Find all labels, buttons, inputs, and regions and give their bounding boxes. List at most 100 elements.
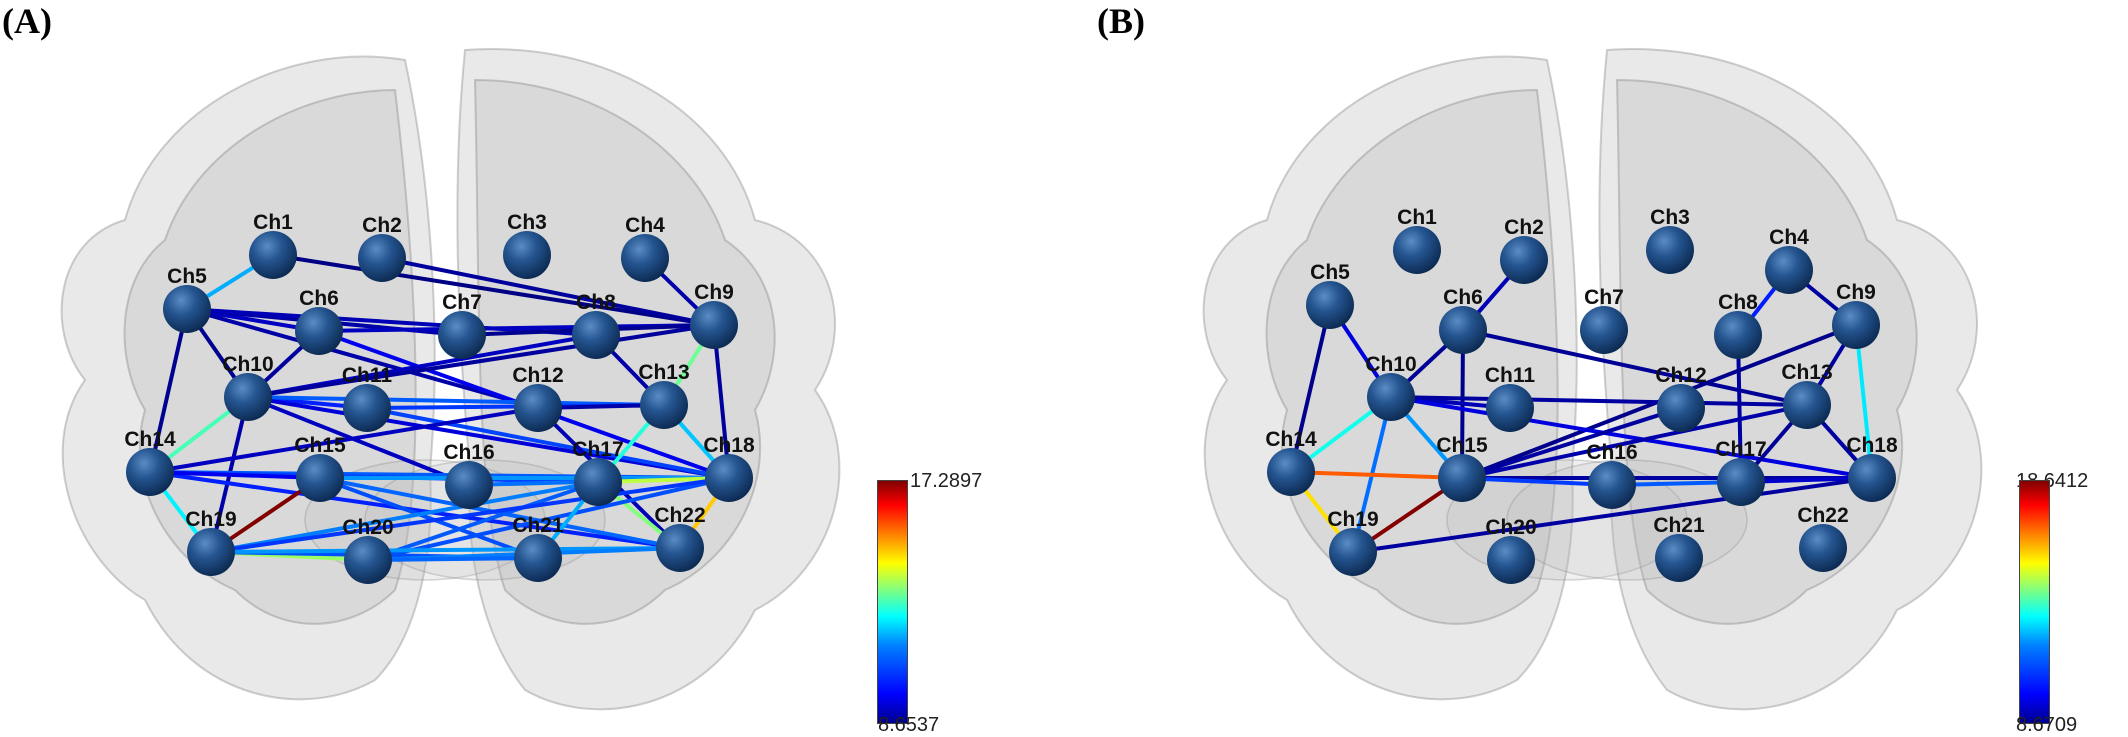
colorbar-min-a: 8.6537	[878, 714, 940, 736]
node-ch3	[503, 231, 551, 279]
node-label-ch8: Ch8	[576, 291, 616, 314]
node-label-ch11: Ch11	[1485, 364, 1536, 387]
node-label-ch1: Ch1	[253, 211, 293, 234]
node-ch17	[574, 458, 622, 506]
node-label-ch13: Ch13	[1781, 361, 1832, 384]
node-label-ch13: Ch13	[638, 361, 689, 384]
node-label-ch15: Ch15	[294, 434, 346, 457]
node-label-ch4: Ch4	[1769, 226, 1809, 249]
node-ch9	[1832, 301, 1880, 349]
node-ch8	[572, 311, 620, 359]
node-ch19	[1329, 528, 1377, 576]
node-ch19	[187, 528, 235, 576]
node-label-ch19: Ch19	[185, 508, 236, 531]
node-ch4	[1765, 246, 1813, 294]
node-ch4	[621, 234, 669, 282]
edge-ch9-ch18	[712, 323, 731, 480]
node-ch17	[1717, 458, 1765, 506]
node-ch6	[295, 307, 343, 355]
node-label-ch21: Ch21	[512, 514, 564, 537]
node-label-ch17: Ch17	[1715, 438, 1766, 461]
edge-ch15-ch22	[318, 476, 682, 550]
node-label-ch6: Ch6	[299, 287, 339, 310]
edge-ch9-ch18	[1854, 323, 1874, 480]
node-label-ch21: Ch21	[1653, 514, 1705, 537]
node-ch20	[344, 536, 392, 584]
colorbar-a	[877, 480, 908, 724]
edge-ch10-ch13	[246, 395, 666, 407]
node-ch1	[249, 231, 297, 279]
node-label-ch16: Ch16	[1586, 441, 1637, 464]
node-ch21	[514, 534, 562, 582]
edge-ch10-ch13	[1389, 395, 1809, 407]
edge-ch12-ch15	[1460, 406, 1683, 480]
node-ch12	[514, 384, 562, 432]
node-label-ch2: Ch2	[362, 214, 402, 237]
node-label-ch6: Ch6	[1443, 286, 1483, 309]
node-label-ch5: Ch5	[167, 265, 207, 288]
edge-ch18-ch20	[366, 476, 731, 562]
node-label-ch20: Ch20	[1485, 516, 1536, 539]
node-ch3	[1646, 226, 1694, 274]
colorbar-b	[2019, 480, 2050, 724]
edge-ch10-ch18	[1389, 395, 1874, 480]
node-label-ch3: Ch3	[507, 211, 547, 234]
node-ch21	[1655, 534, 1703, 582]
edge-ch17-ch20	[366, 480, 600, 562]
node-ch8	[1714, 311, 1762, 359]
node-ch6	[1439, 306, 1487, 354]
node-label-ch12: Ch12	[1655, 364, 1706, 387]
node-ch18	[1848, 454, 1896, 502]
edge-ch11-ch18	[365, 406, 731, 480]
panel-label-a: (A)	[2, 1, 52, 41]
colorbar-min-b: 8.6709	[2016, 714, 2078, 736]
node-ch16	[445, 461, 493, 509]
node-ch9	[690, 301, 738, 349]
node-ch15	[296, 454, 344, 502]
node-ch14	[1267, 448, 1315, 496]
node-label-ch4: Ch4	[625, 214, 665, 237]
node-label-ch8: Ch8	[1718, 291, 1758, 314]
node-label-ch17: Ch17	[572, 438, 623, 461]
node-ch10	[1367, 373, 1415, 421]
node-ch13	[640, 381, 688, 429]
node-label-ch15: Ch15	[1436, 434, 1488, 457]
node-label-ch16: Ch16	[443, 441, 494, 464]
node-label-ch19: Ch19	[1327, 508, 1378, 531]
node-ch18	[705, 454, 753, 502]
brain-surface	[1202, 48, 1983, 711]
node-label-ch11: Ch11	[342, 364, 393, 387]
edge-ch18-ch19	[1351, 476, 1874, 554]
edge-ch14-ch15	[1289, 470, 1464, 480]
node-label-ch14: Ch14	[124, 428, 176, 451]
node-ch16	[1588, 461, 1636, 509]
node-ch22	[1799, 524, 1847, 572]
edge-ch13-ch15	[1460, 403, 1809, 480]
node-label-ch12: Ch12	[512, 364, 563, 387]
node-ch12	[1657, 384, 1705, 432]
edge-ch15-ch21	[318, 476, 540, 560]
node-label-ch20: Ch20	[342, 516, 393, 539]
panel-label-b: (B)	[1097, 1, 1145, 41]
edge-ch17-ch19	[209, 480, 600, 554]
node-ch10	[224, 373, 272, 421]
node-ch5	[163, 285, 211, 333]
edge-ch18-ch19	[209, 476, 731, 554]
edge-ch9-ch10	[246, 323, 716, 399]
edge-ch14-ch22	[148, 470, 682, 550]
edge-ch19-ch22	[209, 546, 682, 554]
edge-ch5-ch14	[148, 307, 189, 474]
node-ch11	[343, 384, 391, 432]
node-label-ch14: Ch14	[1265, 428, 1317, 451]
node-label-ch22: Ch22	[1797, 504, 1848, 527]
edge-ch1-ch9	[271, 253, 716, 327]
node-ch7	[438, 311, 486, 359]
node-ch2	[358, 234, 406, 282]
node-ch1	[1393, 226, 1441, 274]
edge-ch12-ch14	[148, 406, 540, 474]
edge-ch10-ch16	[246, 395, 471, 487]
node-label-ch1: Ch1	[1397, 206, 1437, 229]
